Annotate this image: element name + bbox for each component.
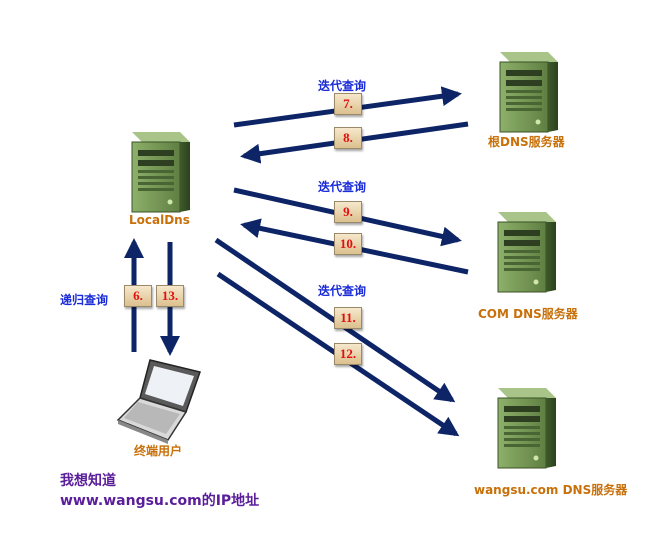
step-badge-8: 8. <box>334 127 362 149</box>
step-badge-12: 12. <box>334 343 362 365</box>
iterative-query-label-1: 迭代查询 <box>318 79 367 93</box>
wangsu-dns-server-icon <box>497 387 557 469</box>
question-line-1: 我想知道 <box>60 473 116 489</box>
step-badge-9: 9. <box>334 201 362 223</box>
iterative-query-label-3: 迭代查询 <box>318 284 367 298</box>
step-badge-11: 11. <box>334 307 362 329</box>
iterative-query-label-2: 迭代查询 <box>318 180 367 194</box>
local-dns-label: LocalDns <box>129 213 190 227</box>
com-dns-label: COM DNS服务器 <box>478 307 578 321</box>
root-dns-label: 根DNS服务器 <box>488 135 565 149</box>
wangsu-dns-label: wangsu.com DNS服务器 <box>474 483 628 497</box>
step-badge-10: 10. <box>334 233 362 255</box>
step-badge-13: 13. <box>156 285 184 307</box>
com-dns-server-icon <box>497 211 557 293</box>
step-badge-6: 6. <box>124 285 152 307</box>
step-badge-7: 7. <box>334 93 362 115</box>
recursive-query-label: 递归查询 <box>60 293 109 307</box>
question-line-2: www.wangsu.com的IP地址 <box>60 493 260 509</box>
root-dns-server-icon <box>499 51 559 133</box>
laptop-icon <box>116 359 201 444</box>
terminal-user-label: 终端用户 <box>134 444 183 458</box>
local-dns-server-icon <box>131 131 191 213</box>
